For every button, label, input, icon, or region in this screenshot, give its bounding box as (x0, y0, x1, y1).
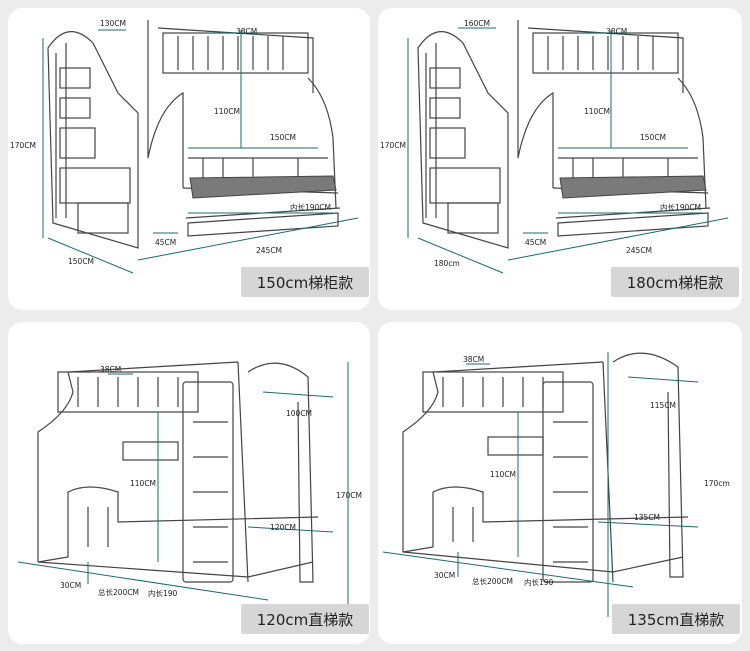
label-lower-width: 120CM (270, 523, 296, 532)
caption-120: 120cm直梯款 (241, 604, 369, 634)
caption-150: 150cm梯柜款 (241, 267, 369, 297)
label-top-width: 130CM (100, 19, 126, 28)
label-total-length: 总长200CM (472, 576, 513, 586)
label-inner-length: 内长190CM (660, 202, 701, 212)
label-lower-width: 150CM (270, 133, 296, 142)
label-height: 170CM (336, 491, 362, 500)
label-upper-gap: 110CM (130, 479, 156, 488)
bed-drawing-150: 130CM 38CM 170CM 110CM 150CM 内长190CM 45C… (10, 19, 359, 274)
bed-panel-135-straight-ladder: 38CM 115CM 110CM 170cm 135CM 30CM 总长200C… (378, 322, 742, 644)
label-inner-length: 内长190 (148, 588, 178, 598)
label-lower-width: 150CM (640, 133, 666, 142)
label-top-width: 160CM (464, 19, 490, 28)
bed-panel-180-stair-cabinet: 160CM 38CM 170CM 110CM 150CM 内长190CM 45C… (378, 8, 742, 310)
label-inner-length: 内长190 (524, 577, 554, 587)
bed-drawing-120: 38CM 100CM 110CM 170CM 120CM 30CM 总长200C… (17, 361, 362, 622)
label-total-length: 总长200CM (98, 587, 139, 597)
label-step-depth: 45CM (525, 238, 546, 247)
label-side-gap: 30CM (60, 581, 81, 590)
bed-drawing-135: 38CM 115CM 110CM 170cm 135CM 30CM 总长200C… (382, 352, 730, 617)
label-guard-gap: 38CM (236, 27, 257, 36)
label-total-length: 245CM (256, 246, 282, 255)
label-depth: 150CM (68, 257, 94, 266)
label-inner-length: 内长190CM (290, 202, 331, 212)
label-step-depth: 45CM (155, 238, 176, 247)
caption-135: 135cm直梯款 (612, 604, 740, 634)
label-top-width: 115CM (650, 401, 676, 410)
bed-panel-150-stair-cabinet: 130CM 38CM 170CM 110CM 150CM 内长190CM 45C… (8, 8, 370, 310)
label-guard-gap: 38CM (463, 355, 484, 364)
label-height: 170CM (10, 141, 36, 150)
label-upper-gap: 110CM (214, 107, 240, 116)
label-lower-width: 135CM (634, 513, 660, 522)
label-total-length: 245CM (626, 246, 652, 255)
label-upper-gap: 110CM (584, 107, 610, 116)
label-guard-gap: 38CM (100, 365, 121, 374)
label-top-width: 100CM (286, 409, 312, 418)
bed-panel-120-straight-ladder: 38CM 100CM 110CM 170CM 120CM 30CM 总长200C… (8, 322, 370, 644)
label-upper-gap: 110CM (490, 470, 516, 479)
label-side-gap: 30CM (434, 571, 455, 580)
label-guard-gap: 38CM (606, 27, 627, 36)
label-height: 170CM (380, 141, 406, 150)
bed-drawing-180: 160CM 38CM 170CM 110CM 150CM 内长190CM 45C… (380, 19, 729, 274)
label-height: 170cm (704, 479, 730, 488)
label-depth: 180cm (434, 259, 460, 268)
caption-180: 180cm梯柜款 (611, 267, 739, 297)
